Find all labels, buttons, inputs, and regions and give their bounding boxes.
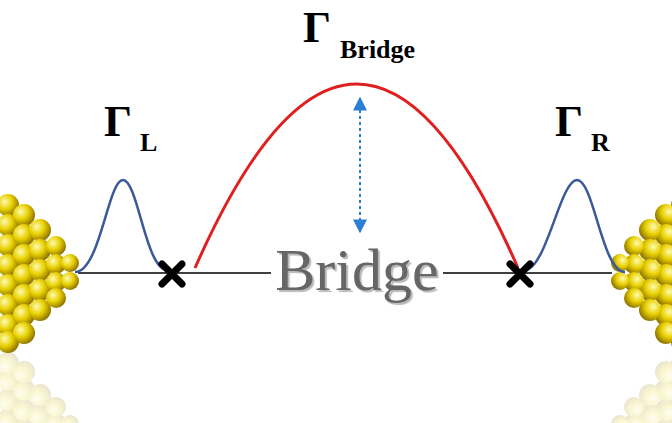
gamma-symbol: Γ [555,100,583,144]
barrier-height-arrow [359,98,361,232]
subscript: Bridge [340,37,415,63]
left-electrode [0,194,79,423]
bridge-label: Bridge [271,240,442,300]
subscript: R [591,130,610,156]
left-anchor-cross [162,264,182,284]
gamma-symbol: Γ [104,100,132,144]
gamma-symbol: Γ [303,6,331,50]
left-coupling-curve [75,180,168,272]
right-anchor-cross [510,264,530,284]
right-coupling-curve [524,180,625,272]
right-electrode [611,194,672,423]
subscript: L [140,130,157,156]
